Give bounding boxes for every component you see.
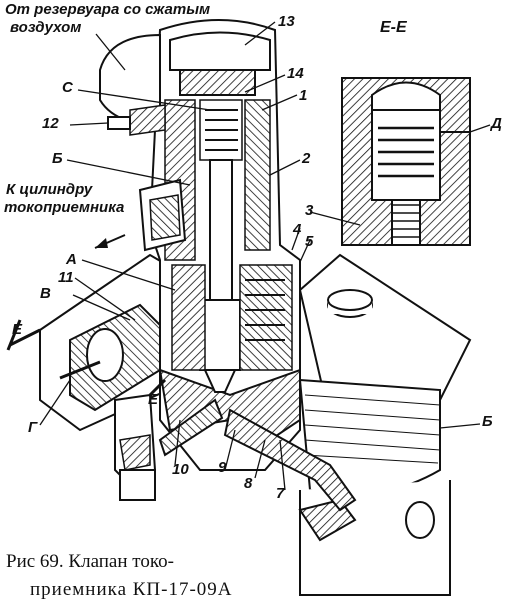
label-v: В bbox=[40, 285, 51, 302]
valve-body bbox=[148, 19, 301, 471]
part-label-5: 5 bbox=[305, 233, 314, 250]
leader-lines bbox=[39, 21, 491, 491]
supply-label-line-2: воздухом bbox=[10, 19, 82, 36]
cylinder-label-line-1: К цилиндру bbox=[6, 181, 93, 198]
figure-caption-line-2: приемника КП-17-09А bbox=[30, 579, 233, 600]
cylinder-outlet bbox=[94, 178, 187, 252]
label-e-left: Е bbox=[12, 321, 23, 338]
part-label-13: 13 bbox=[278, 13, 295, 30]
label-c: С bbox=[62, 79, 73, 96]
part-label-11: 11 bbox=[58, 269, 74, 286]
part-label-7: 7 bbox=[276, 485, 285, 502]
section-label: Е-Е bbox=[380, 19, 407, 36]
part-label-8: 8 bbox=[244, 475, 253, 492]
label-g: Г bbox=[28, 419, 38, 436]
part-label-1: 1 bbox=[299, 87, 308, 104]
part-label-2: 2 bbox=[302, 150, 311, 167]
cylinder-label-line-2: токоприемника bbox=[4, 199, 125, 216]
part-label-4: 4 bbox=[293, 221, 302, 238]
part-label-10: 10 bbox=[172, 461, 189, 478]
section-ee-detail bbox=[341, 77, 471, 246]
label-d: Д bbox=[491, 115, 502, 132]
label-b-right: Б bbox=[482, 413, 493, 430]
part-label-3: 3 bbox=[305, 202, 314, 219]
cylinder-housing bbox=[298, 253, 472, 596]
part-label-9: 9 bbox=[218, 459, 227, 476]
supply-connector bbox=[99, 33, 166, 136]
supply-label-line-1: От резервуара со сжатым bbox=[5, 1, 211, 18]
label-b-upper: Б bbox=[52, 150, 63, 167]
section-marker bbox=[6, 319, 167, 397]
part-label-12: 12 bbox=[42, 115, 59, 132]
label-e-bottom: Е bbox=[148, 391, 159, 408]
lower-pipe bbox=[158, 398, 357, 512]
label-a: А bbox=[66, 251, 77, 268]
part-label-14: 14 bbox=[287, 65, 304, 82]
figure-caption-line-1: Рис 69. Клапан токо- bbox=[6, 551, 174, 572]
